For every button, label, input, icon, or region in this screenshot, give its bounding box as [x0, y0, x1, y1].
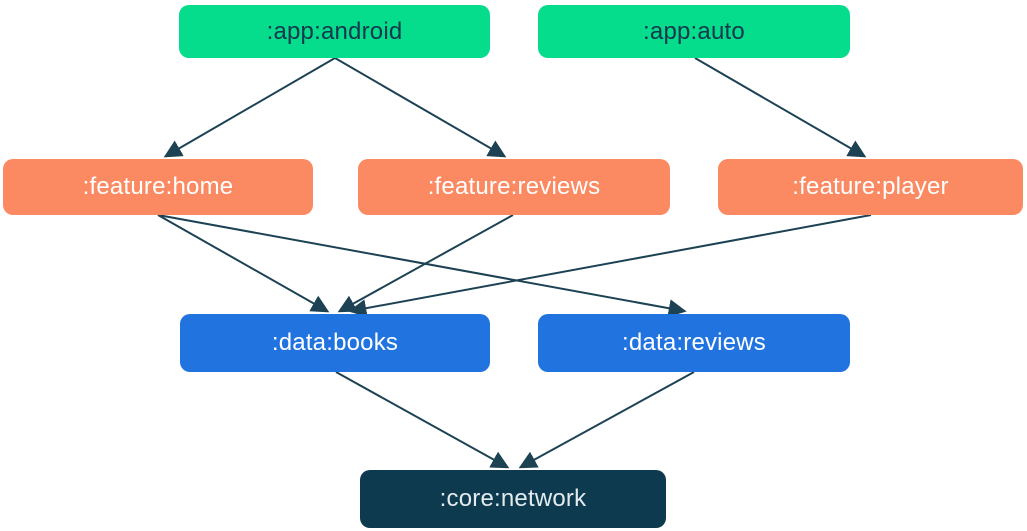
- node-label-core-network: :core:network: [439, 485, 587, 512]
- node-app-android: :app:android: [179, 5, 490, 58]
- node-label-feature-reviews: :feature:reviews: [427, 173, 601, 200]
- node-core-network: :core:network: [360, 470, 666, 528]
- edge-app-android-to-feature-reviews: [334, 57, 507, 158]
- node-data-books: :data:books: [180, 314, 490, 372]
- edge-feature-player-to-data-books: [348, 214, 872, 318]
- edge-feature-home-to-data-reviews: [157, 214, 687, 318]
- edge-feature-reviews-to-data-books: [337, 214, 514, 313]
- edge-app-auto-to-feature-player: [694, 57, 867, 158]
- node-feature-reviews: :feature:reviews: [358, 159, 670, 215]
- node-feature-home: :feature:home: [3, 159, 313, 215]
- node-label-app-auto: :app:auto: [643, 17, 745, 45]
- node-app-auto: :app:auto: [538, 5, 850, 58]
- node-data-reviews: :data:reviews: [538, 314, 850, 372]
- edge-data-books-to-core-network: [335, 371, 510, 469]
- node-label-feature-home: :feature:home: [82, 173, 234, 200]
- node-feature-player: :feature:player: [718, 159, 1023, 215]
- node-label-data-reviews: :data:reviews: [622, 329, 766, 356]
- edge-data-reviews-to-core-network: [518, 371, 695, 469]
- node-label-app-android: :app:android: [266, 17, 403, 45]
- node-label-feature-player: :feature:player: [792, 173, 949, 200]
- node-label-data-books: :data:books: [271, 329, 399, 356]
- edge-app-android-to-feature-home: [163, 57, 336, 158]
- edge-feature-home-to-data-books: [157, 214, 330, 313]
